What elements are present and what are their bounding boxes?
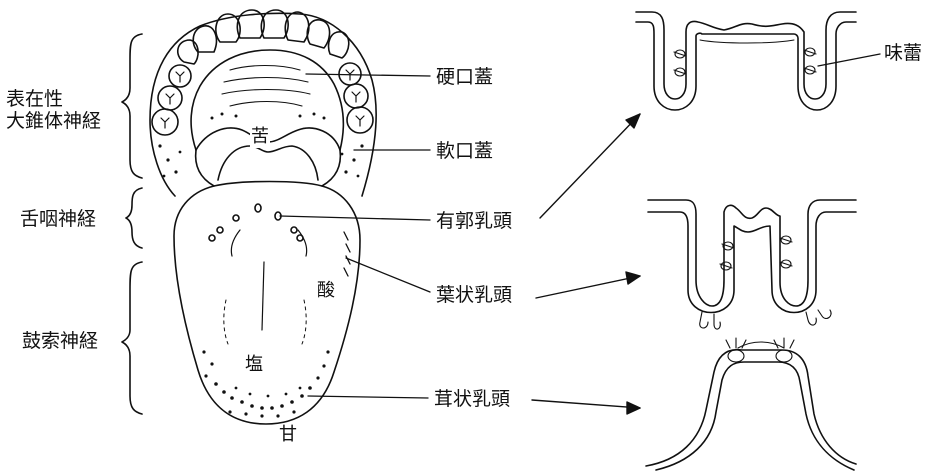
circumvallate-papilla [255,204,261,212]
taste-sour-label: 酸 [316,280,336,302]
brace-lower [122,262,142,414]
nerve-middle-label: 舌咽神経 [20,208,96,230]
molar-cusp [161,118,169,128]
molar-cusp [352,92,360,102]
taste-buds-fol [720,236,792,270]
taste-salty-label: 塩 [244,354,264,376]
tooth [193,26,216,52]
brace-middle [126,188,142,248]
brace-upper [122,34,142,178]
hard-palate-label: 硬口蓋 [436,66,493,88]
tooth [178,40,198,64]
nerve-braces [122,34,142,414]
arrow-fungiform [532,400,640,408]
arrows [532,114,640,414]
leader-taste-bud [818,54,880,66]
micro-fungiform [646,338,856,470]
arrow-circumvallate [540,114,640,218]
arrow-foliate [536,276,640,298]
micro-circumvallate [636,12,856,110]
nerve-lower-label: 鼓索神経 [22,330,98,352]
foliate-label: 葉状乳頭 [436,284,512,306]
fungiform-label: 茸状乳頭 [434,388,510,410]
median-sulcus [262,262,264,330]
circumvallate-papilla [233,215,239,221]
tooth [261,10,288,38]
leader-lines [280,54,880,398]
leader-hard-palate [306,74,430,76]
circumvallate-papilla [291,227,297,233]
foliate-papillae [344,232,350,276]
circumvallate-papilla [297,235,303,241]
nerve-upper-label-1: 表在性 [6,88,63,110]
circumvallate-papilla [209,235,215,241]
teeth [152,10,373,135]
molar-cusp [176,72,184,82]
leader-foliate [346,258,430,292]
taste-bitter-label: 苦 [250,126,270,148]
molar-cusp [166,94,174,104]
throat-right [322,150,340,186]
throat-left [196,150,214,186]
molar-cusp [356,116,364,126]
leader-fungiform [308,396,428,398]
nerve-upper-label-2: 大錐体神経 [6,110,101,132]
palate-ridges [222,66,310,107]
circumvallate-papilla [217,227,223,233]
uvula [218,146,318,180]
micro-foliate [648,200,856,329]
taste-sweet-label: 甘 [278,424,298,446]
tooth [307,20,329,48]
taste-bud-label: 味蕾 [884,42,922,64]
circumvallate-label: 有郭乳頭 [436,210,512,232]
soft-palate-label: 軟口蓋 [436,140,493,162]
